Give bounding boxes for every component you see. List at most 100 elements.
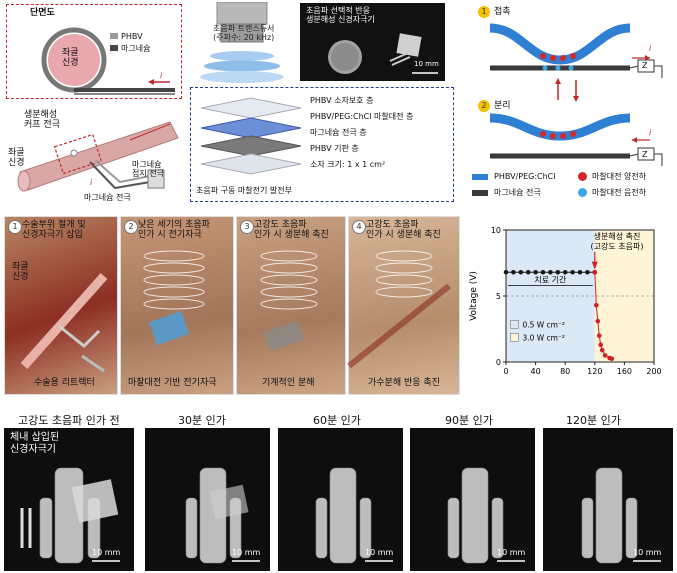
mg-electrode-label: 마그네슘 전극 — [84, 193, 131, 202]
series-0-point-7 — [555, 269, 561, 275]
step-2-badge: 2 — [124, 220, 138, 234]
y-axis-label: Voltage (V) — [469, 271, 479, 321]
x-tick-label-40: 40 — [531, 367, 541, 376]
series-1-point-8 — [609, 356, 615, 361]
left-nerve-label: 좌골 신경 — [8, 148, 25, 169]
ct-1-title: 고강도 초음파 인가 전 — [18, 414, 120, 427]
step-panel-3 — [236, 216, 346, 395]
region-high-intensity — [594, 230, 654, 362]
step-3-badge: 3 — [240, 220, 254, 234]
series-1-point-1 — [593, 302, 599, 308]
series-0-point-0 — [503, 269, 509, 275]
cross-section-nerve: 좌골 신경 — [62, 48, 79, 69]
legend-neg-label: 마찰대전 음전하 — [592, 188, 647, 197]
series-0-point-6 — [548, 269, 553, 275]
ground-electrode-label: 마그네슘 접지 전극 — [132, 160, 164, 179]
legend-magnesium: 마그네슘 — [121, 44, 151, 53]
series-0-point-9 — [570, 269, 575, 275]
y-tick-label-5: 5 — [496, 292, 501, 301]
degradation-annotation-1: (고강도 초음파) — [591, 241, 644, 251]
step-panels-art — [20, 250, 451, 373]
nerve-cuff-illustration — [17, 121, 179, 192]
contact-current: i — [649, 44, 652, 53]
y-tick-label-0: 0 — [496, 358, 501, 367]
legend-label-1: 3.0 W cm⁻² — [522, 333, 565, 342]
legend-label-0: 0.5 W cm⁻² — [522, 320, 565, 329]
step-1-nerve: 좌골 신경 — [12, 262, 29, 283]
x-tick-label-120: 120 — [587, 367, 602, 376]
step-3-bottom: 기계적인 분해 — [262, 378, 315, 388]
series-0-point-3 — [525, 269, 531, 275]
separation-current: i — [649, 128, 652, 137]
legend-pos-label: 마찰대전 양전하 — [592, 172, 647, 181]
step-2-bottom: 마찰대전 기반 전기자극 — [128, 378, 217, 388]
ct-4-scale: 10 mm — [497, 548, 526, 557]
x-tick-label-160: 160 — [617, 367, 632, 376]
series-1-point-0 — [592, 269, 598, 275]
region-low-intensity — [506, 230, 595, 362]
photo-coin-device — [328, 33, 438, 74]
device-size: 소자 크기: 1 x 1 cm² — [310, 160, 386, 169]
step-3-top: 고강도 초음파 인가 시 생분해 촉진 — [254, 220, 329, 241]
series-1-point-4 — [598, 342, 604, 348]
series-0-point-5 — [540, 269, 546, 275]
x-tick-label-0: 0 — [503, 367, 508, 376]
transducer-label: 초음파 트랜스듀서 (주파수: 20 kHz) — [213, 24, 275, 43]
layer-2: PHBV/PEG:ChCl 마찰대전 층 — [310, 112, 414, 121]
contact-step-badge: 1 — [478, 6, 490, 18]
series-0-point-10 — [577, 269, 583, 275]
step-1-top: 수술부위 절개 및 신경자극기 삽입 — [22, 220, 86, 241]
series-0-point-11 — [585, 269, 590, 275]
series-0-point-4 — [533, 269, 538, 275]
device-photo — [300, 3, 445, 81]
photo-scale: 10 mm — [414, 60, 439, 68]
contact-label: 접촉 — [494, 7, 511, 17]
degradation-arrow-head — [591, 261, 598, 270]
legend-phbv: PHBV — [121, 32, 143, 41]
step-1-badge: 1 — [8, 220, 22, 234]
treatment-bracket-label: 치료 기간 — [534, 274, 567, 284]
cross-section-title: 단면도 — [30, 8, 55, 18]
ct-1-scale: 10 mm — [92, 548, 121, 557]
contact-diagram — [489, 23, 663, 78]
ct-2-title: 30분 인가 — [178, 414, 226, 427]
ct-3-title: 60분 인가 — [313, 414, 361, 427]
step-panel-1 — [4, 216, 118, 395]
generator-caption: 초음파 구동 마찰전기 발전부 — [196, 186, 292, 195]
legend-pos-swatch — [578, 172, 587, 181]
ct-3-scale: 10 mm — [365, 548, 394, 557]
series-1-point-3 — [596, 333, 602, 338]
layer-1: PHBV 소자보호 층 — [310, 96, 374, 105]
cycle-arrows — [555, 78, 579, 102]
ultrasound-transducer — [200, 2, 284, 83]
contact-z: Z — [642, 61, 648, 70]
ct-skeleton-art — [20, 467, 661, 564]
series-1-point-6 — [602, 353, 608, 358]
tribo-generator-box — [190, 87, 454, 202]
series-0-point-2 — [518, 269, 524, 275]
separation-z: Z — [642, 150, 648, 159]
ct-2-scale: 10 mm — [232, 548, 261, 557]
layer-4: PHBV 기판 층 — [310, 144, 359, 153]
ct-5-scale: 10 mm — [633, 548, 662, 557]
step-4-badge: 4 — [352, 220, 366, 234]
ct-4-title: 90분 인가 — [445, 414, 493, 427]
legend-box-0 — [510, 320, 519, 329]
step-4-top: 고강도 초음파 인가 시 생분해 촉진 — [366, 220, 441, 241]
series-1-point-2 — [595, 318, 601, 324]
step-2-top: 낮은 세기의 초음파 인가 시 전기자극 — [138, 220, 210, 241]
series-0-point-8 — [562, 269, 568, 275]
step-panel-2 — [120, 216, 234, 395]
photo-title: 초음파 선택적 반응 생분해성 신경자극기 — [306, 6, 375, 25]
cross-section-current: i — [160, 71, 163, 80]
x-tick-label-200: 200 — [646, 367, 661, 376]
cuff-label: 생분해성 커프 전극 — [24, 110, 60, 131]
cross-section-box — [6, 4, 182, 99]
y-tick-label-10: 10 — [491, 226, 501, 235]
layer-stack — [200, 97, 302, 175]
legend-box-1 — [510, 333, 519, 342]
layer-3: 마그네슘 전극 층 — [310, 128, 367, 137]
ct-5-title: 120분 인가 — [566, 414, 621, 427]
step-1-bottom: 수술용 리트랙터 — [34, 378, 95, 388]
